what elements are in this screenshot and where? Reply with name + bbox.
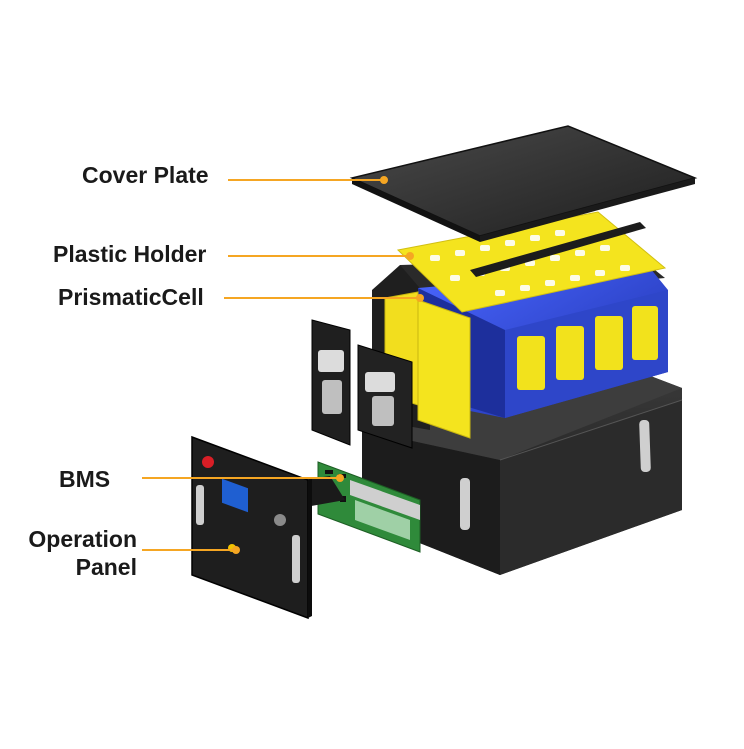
label-plastic-holder: Plastic Holder: [53, 241, 207, 267]
cell-label-1: [517, 336, 545, 390]
label-operation-panel-line1: Operation: [28, 526, 137, 552]
label-cover-plate: Cover Plate: [82, 162, 209, 188]
label-bms: BMS: [59, 466, 111, 492]
label-prismatic-cell: PrismaticCell: [58, 284, 204, 310]
panel-handle-left: [196, 485, 204, 525]
label-operation-panel: Operation Panel: [17, 525, 137, 581]
cell-label-4: [632, 306, 658, 360]
plastic-holder: [396, 211, 667, 313]
side-bracket-rear: [311, 319, 351, 446]
cover-plate: [349, 125, 698, 242]
side-bracket-front: [357, 344, 413, 449]
cell-label-3: [595, 316, 623, 370]
leader-lines: [142, 176, 424, 554]
case-handle-right: [639, 419, 651, 473]
lcd-screen: [222, 478, 248, 513]
cell-label-2: [556, 326, 584, 380]
panel-handle-right: [292, 535, 300, 583]
label-operation-panel-line2: Panel: [75, 554, 137, 580]
power-terminal-negative: [274, 514, 286, 526]
operation-panel: [191, 435, 312, 620]
power-terminal-positive: [202, 456, 214, 468]
case-handle-left: [460, 478, 470, 530]
